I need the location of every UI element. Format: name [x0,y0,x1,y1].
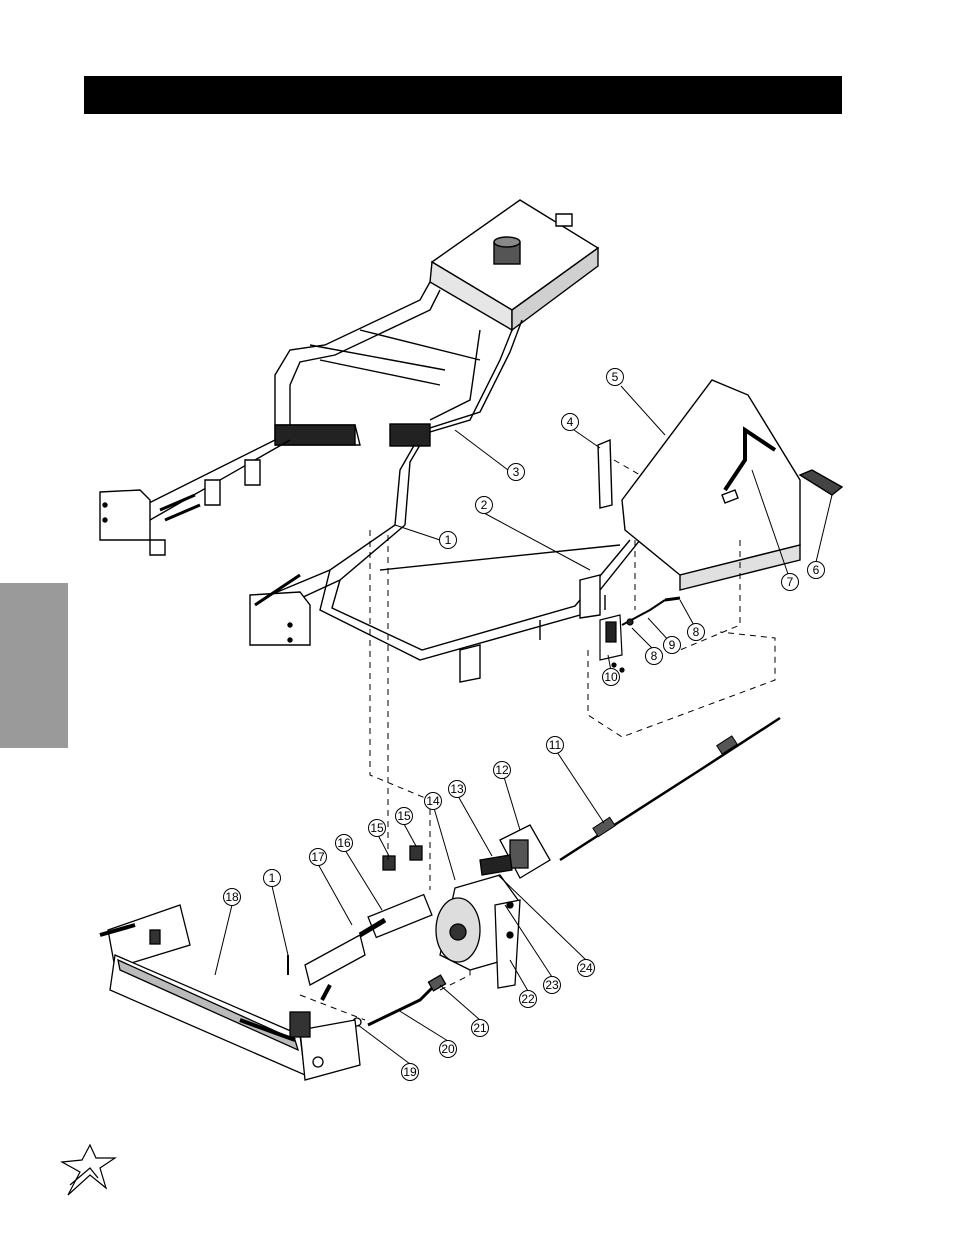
callout-2: 2 [475,496,493,514]
svg-text:5: 5 [612,370,619,384]
control-cable [559,716,781,862]
svg-text:21: 21 [473,1021,487,1035]
callout-15a: 15 [368,819,386,837]
header-bar [84,76,842,114]
pedal-assembly [597,379,844,591]
callout-10: 10 [602,668,620,686]
svg-text:12: 12 [495,763,509,777]
svg-text:3: 3 [513,465,520,479]
callout-14: 14 [424,792,442,810]
deck-bracket [99,904,361,1081]
svg-text:10: 10 [604,670,618,684]
svg-text:14: 14 [426,794,440,808]
callout-9: 9 [663,636,681,654]
svg-text:8: 8 [693,625,700,639]
linkage-brackets [599,596,681,673]
svg-text:24: 24 [579,961,593,975]
callout-12: 12 [493,761,511,779]
alignment-lines [299,459,776,1021]
callout-5: 5 [606,368,624,386]
callout-24: 24 [577,959,595,977]
callout-18: 18 [223,888,241,906]
star-burst-logo-icon [60,1143,117,1196]
svg-text:19: 19 [403,1065,417,1079]
svg-text:15: 15 [397,809,411,823]
svg-text:7: 7 [787,575,794,589]
svg-text:15: 15 [370,821,384,835]
svg-text:23: 23 [545,978,559,992]
callout-17: 17 [309,848,327,866]
callout-6: 6 [807,561,825,579]
callout-8a: 8 [687,623,705,641]
callout-19: 19 [401,1063,419,1081]
callout-3: 3 [507,463,525,481]
callout-13: 13 [448,780,466,798]
svg-text:2: 2 [481,498,488,512]
callout-16: 16 [335,834,353,852]
svg-text:17: 17 [311,850,325,864]
callout-22: 22 [519,990,537,1008]
callout-15b: 15 [395,807,413,825]
svg-text:4: 4 [567,415,574,429]
svg-text:8: 8 [651,649,658,663]
svg-text:16: 16 [337,836,351,850]
callout-20: 20 [439,1040,457,1058]
tractor-frame [99,199,641,683]
svg-text:6: 6 [813,563,820,577]
callout-1b: 1 [263,869,281,887]
callout-8b: 8 [645,647,663,665]
callout-bubbles: 1 2 3 4 5 6 7 8 8 9 10 11 12 13 14 15 15… [223,368,825,1081]
callout-23: 23 [543,976,561,994]
svg-text:1: 1 [269,871,276,885]
callout-7: 7 [781,573,799,591]
side-tab [0,583,68,748]
svg-text:22: 22 [521,992,535,1006]
svg-text:20: 20 [441,1042,455,1056]
callout-4: 4 [561,413,579,431]
callout-1a: 1 [439,531,457,549]
callout-leaders [214,385,833,1065]
mower-linkage [287,845,447,1027]
svg-text:9: 9 [669,638,676,652]
callout-21: 21 [471,1019,489,1037]
callout-11: 11 [546,736,564,754]
svg-text:1: 1 [445,533,452,547]
pump-assembly [435,824,551,989]
svg-text:11: 11 [549,738,562,752]
svg-text:18: 18 [225,890,239,904]
svg-text:13: 13 [450,782,464,796]
